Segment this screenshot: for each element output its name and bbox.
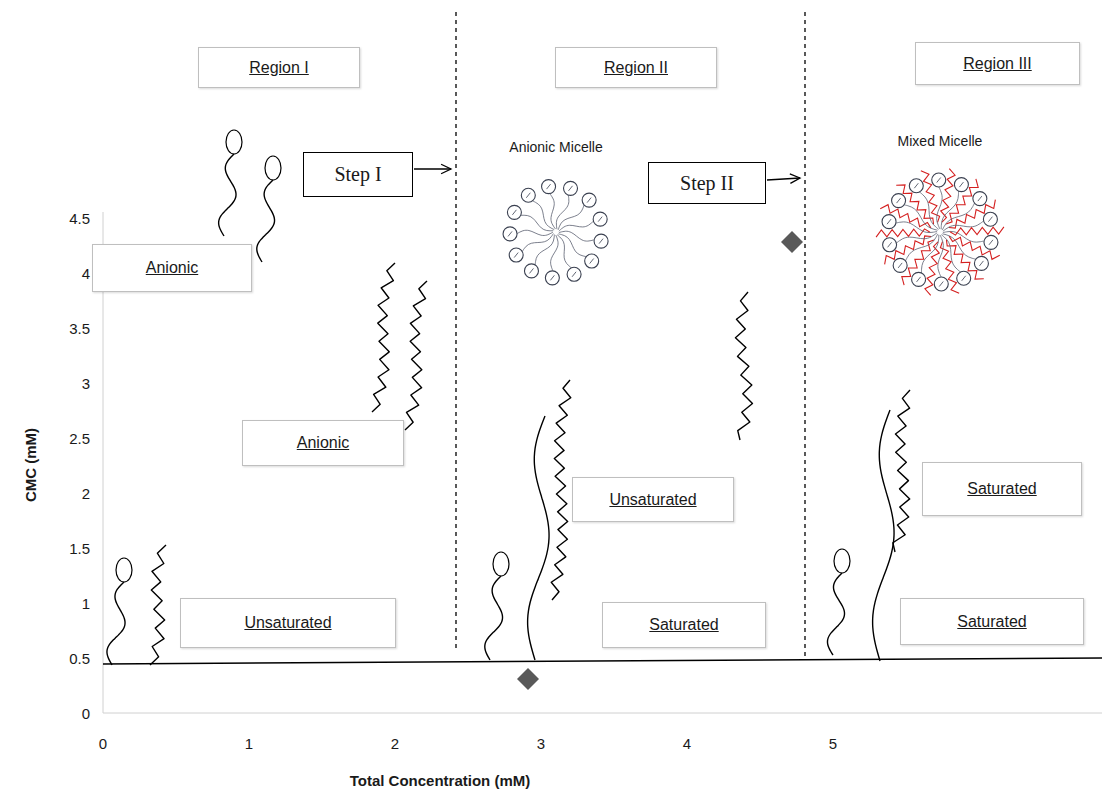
box-text: Region II (604, 59, 668, 77)
surfactant-head (834, 549, 850, 573)
tick-label: 1.5 (69, 540, 90, 557)
tick-label: 2 (82, 485, 90, 502)
step-arrow (414, 168, 451, 169)
region-divider (804, 12, 805, 656)
surfactant-tail (873, 410, 894, 661)
box-text: Saturated (957, 613, 1026, 631)
tick-label: 3 (537, 735, 545, 752)
label-box: Saturated (602, 602, 766, 648)
micelle-label: Anionic Micelle (509, 139, 602, 155)
surfactant-head (226, 130, 242, 154)
tick-label: 4 (683, 735, 691, 752)
arrow-head (790, 174, 800, 184)
tick-label: 1 (82, 595, 90, 612)
label-box: Anionic (92, 244, 252, 292)
nonionic-surfactant (405, 281, 427, 430)
surfactant-tail (485, 576, 503, 660)
surfactant-head (116, 558, 132, 582)
box-text: Unsaturated (609, 491, 696, 509)
step-box: Step I (303, 152, 413, 197)
surfactant-tail (528, 416, 549, 660)
surfactant-head (493, 552, 509, 576)
tick-label: 1 (245, 735, 253, 752)
label-box: Region III (915, 42, 1080, 85)
label-box: Region I (198, 47, 360, 88)
tick-label: 0.5 (69, 650, 90, 667)
box-text: Region III (963, 55, 1031, 73)
micelle-label: Mixed Micelle (898, 133, 983, 149)
tick-label: 4 (82, 265, 90, 282)
box-text: Saturated (649, 616, 718, 634)
anionic-micelle (503, 180, 608, 285)
surfactant-tail (107, 582, 125, 665)
box-text: Anionic (146, 259, 198, 277)
nonionic-surfactant (150, 545, 166, 665)
data-point (517, 668, 539, 690)
label-box: Anionic (242, 420, 404, 466)
tick-label: 4.5 (69, 210, 90, 227)
nonionic-surfactant (551, 380, 571, 600)
step-arrow (767, 178, 800, 180)
surfactant-tail (219, 154, 236, 236)
tick-label: 2.5 (69, 430, 90, 447)
surfactant-head (265, 156, 281, 180)
illustration (103, 12, 1102, 713)
cmc-line (103, 658, 1102, 664)
label-box: Region II (555, 47, 717, 88)
region-divider (455, 12, 456, 650)
tick-label: 3.5 (69, 320, 90, 337)
tick-label: 0 (82, 705, 90, 722)
box-text: Unsaturated (244, 614, 331, 632)
tick-label: 2 (391, 735, 399, 752)
data-point (781, 231, 803, 253)
label-box: Saturated (900, 598, 1084, 645)
nonionic-surfactant (372, 263, 395, 412)
box-text: Step I (334, 163, 381, 186)
axis-title: CMC (mM) (22, 428, 39, 502)
tick-label: 5 (829, 735, 837, 752)
mixed-micelle (876, 169, 1004, 296)
x-axis (103, 713, 1102, 714)
box-text: Step II (680, 172, 734, 195)
tick-label: 0 (99, 735, 107, 752)
label-box: Unsaturated (180, 598, 396, 648)
label-box: Unsaturated (572, 477, 734, 522)
surfactant-tail (257, 180, 275, 262)
label-box: Saturated (922, 462, 1082, 516)
box-text: Saturated (967, 480, 1036, 498)
nonionic-surfactant (735, 292, 752, 440)
nonionic-surfactant (893, 390, 910, 552)
box-text: Region I (249, 59, 309, 77)
box-text: Anionic (297, 434, 349, 452)
arrow-head (441, 164, 451, 174)
tick-label: 3 (82, 375, 90, 392)
step-box: Step II (648, 162, 766, 204)
axis-title: Total Concentration (mM) (350, 772, 531, 789)
surfactant-tail (827, 573, 844, 655)
